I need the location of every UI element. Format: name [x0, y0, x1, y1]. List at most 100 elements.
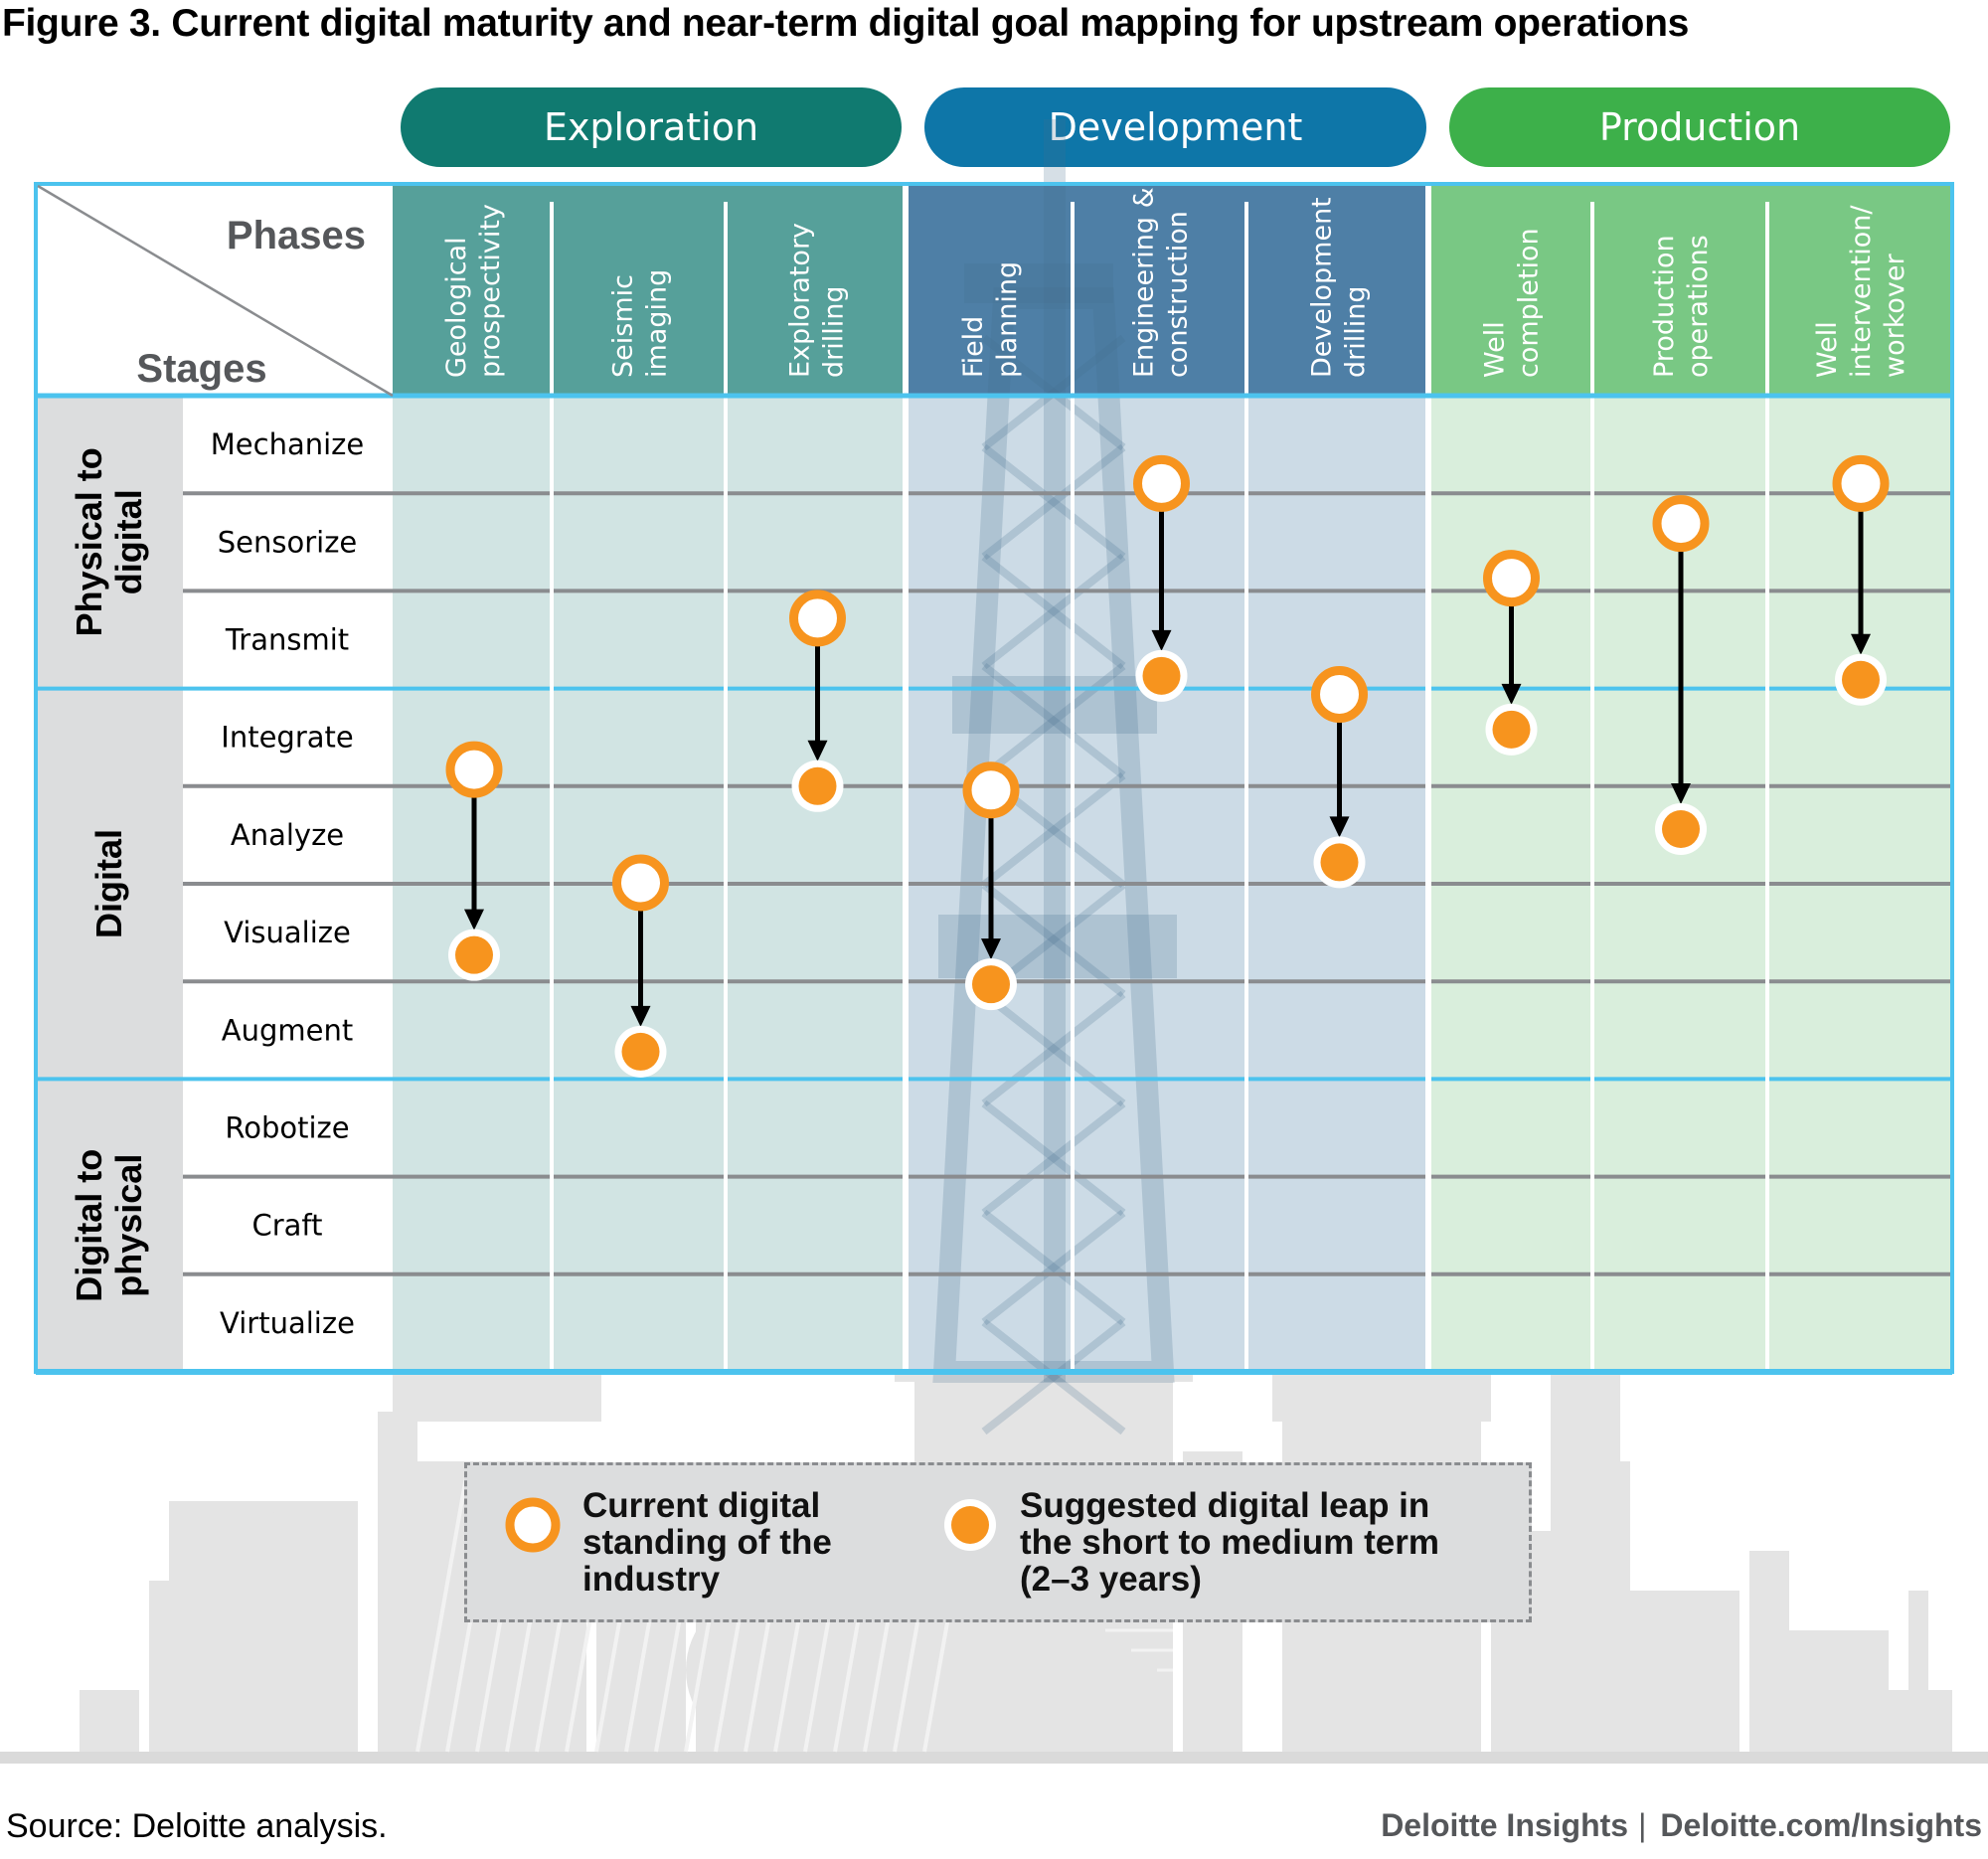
arrow-head — [1851, 633, 1871, 655]
arrow-head — [1501, 683, 1522, 705]
rig-brace — [981, 881, 1126, 998]
phase-column-label: Field — [958, 316, 989, 378]
stage-label: Virtualize — [220, 1306, 355, 1340]
phase-column-label: Engineering & — [1129, 187, 1160, 378]
legend: Current digital standing of the industry… — [464, 1462, 1532, 1622]
skyline-block — [378, 1412, 417, 1752]
rig-brace — [981, 990, 1126, 1107]
arrow-head — [464, 909, 484, 930]
brand-label: Deloitte Insights — [1381, 1807, 1629, 1843]
rig-brace — [981, 553, 1126, 670]
phase-column-label: drilling — [1341, 286, 1372, 379]
suggested-leap-marker-fill — [1842, 660, 1880, 699]
rig-mast — [1044, 119, 1066, 1382]
dumbbell-1 — [612, 854, 669, 1078]
ground-line — [0, 1752, 1988, 1764]
suggested-leap-marker-fill — [972, 965, 1010, 1004]
skyline-block — [1630, 1591, 1740, 1752]
phase-column-label: workover — [1880, 254, 1910, 378]
stage-label: Visualize — [224, 916, 351, 949]
phases-axis-label: Phases — [227, 214, 366, 257]
phase-column-label: intervention/ — [1846, 205, 1877, 378]
corner-diagonal — [37, 184, 394, 398]
arrow-head — [1329, 816, 1350, 838]
current-standing-marker — [612, 854, 669, 912]
rig-brace — [981, 334, 1126, 451]
dumbbell-3 — [962, 761, 1020, 1011]
skyline-block — [1590, 1461, 1630, 1752]
legend-current-line: industry — [582, 1560, 721, 1599]
figure-title: Figure 3. Current digital maturity and n… — [2, 2, 1689, 45]
phase-header-development — [906, 184, 1428, 396]
skyline-block — [1908, 1591, 1928, 1752]
stage-label: Craft — [251, 1209, 322, 1243]
legend-current-line: standing of the — [582, 1523, 832, 1562]
phase-column-label: Seismic — [608, 274, 639, 378]
current-standing-marker — [962, 761, 1020, 819]
phase-column-label: prospectivity — [475, 204, 506, 378]
site-link[interactable]: Deloitte.com/Insights — [1660, 1807, 1982, 1843]
current-standing-marker — [1311, 665, 1368, 723]
legend-item-suggested: Suggested digital leap in the short to m… — [942, 1487, 1439, 1598]
phase-pill-development: Development — [924, 87, 1426, 167]
phase-column-label: completion — [1514, 228, 1545, 378]
phase-pill-production: Production — [1449, 87, 1950, 167]
current-standing-marker — [1133, 454, 1190, 512]
grid-lines — [34, 182, 1954, 1375]
rig-brace — [981, 334, 1126, 451]
dumbbell-4 — [1133, 454, 1190, 702]
rig-brace — [981, 443, 1126, 561]
storage-tank — [164, 1511, 353, 1750]
legend-current-line: Current digital — [582, 1486, 821, 1525]
dumbbell-5 — [1311, 665, 1368, 889]
arrow-head — [1151, 629, 1172, 651]
dumbbell-8 — [1832, 454, 1890, 706]
suggested-leap-marker-fill — [798, 766, 837, 805]
rig-brace — [981, 1318, 1126, 1436]
rig-brace — [981, 662, 1126, 779]
dumbbell-0 — [445, 741, 503, 981]
phase-pill-exploration: Exploration — [401, 87, 902, 167]
credit-line: Deloitte Insights|Deloitte.com/Insights — [1381, 1807, 1982, 1844]
phase-column-label: Well — [1812, 321, 1843, 378]
current-standing-marker-icon — [505, 1497, 561, 1553]
arrow-head — [1671, 783, 1691, 805]
rig-brace — [981, 1099, 1126, 1217]
stage-label: Integrate — [221, 721, 353, 755]
phase-column-label: Production — [1649, 235, 1680, 378]
suggested-leap-marker-fill — [1492, 710, 1531, 749]
current-standing-marker — [1652, 495, 1710, 553]
stage-label: Transmit — [225, 623, 349, 657]
stage-label: Analyze — [231, 818, 344, 852]
current-standing-marker — [445, 741, 503, 798]
suggested-leap-marker-fill — [1320, 843, 1359, 882]
legend-item-current: Current digital standing of the industry — [505, 1487, 832, 1598]
phase-column-label: operations — [1683, 235, 1714, 378]
stage-label: Robotize — [225, 1111, 349, 1145]
stage-group-label: digital — [108, 489, 149, 594]
rig-brace — [981, 662, 1126, 779]
phase-header-exploration — [393, 184, 906, 396]
skyline-block — [1272, 1372, 1491, 1422]
skyline-block — [1749, 1551, 1789, 1752]
phase-column-label: construction — [1163, 211, 1194, 378]
legend-suggested-line: the short to medium term — [1020, 1523, 1439, 1562]
rig-brace — [981, 1318, 1126, 1436]
phase-column-label: Geological — [441, 237, 472, 378]
stage-group-label: Digital — [88, 829, 129, 938]
rig-crown — [964, 263, 1113, 303]
skyline-truss — [415, 1470, 469, 1753]
suggested-leap-marker-fill — [1662, 810, 1700, 849]
rig-platform — [952, 676, 1157, 734]
legend-suggested-line: (2–3 years) — [1020, 1560, 1202, 1599]
suggested-leap-marker-fill — [621, 1032, 660, 1071]
suggested-leap-marker-fill — [1142, 656, 1181, 695]
dumbbell-6 — [1483, 550, 1540, 756]
phase-column-label: Development — [1307, 197, 1338, 378]
rig-brace — [981, 1209, 1126, 1326]
rig-brace — [981, 1099, 1126, 1217]
dumbbell-2 — [789, 590, 846, 812]
legend-suggested-line: Suggested digital leap in — [1020, 1486, 1430, 1525]
phase-column-label: planning — [992, 261, 1023, 378]
